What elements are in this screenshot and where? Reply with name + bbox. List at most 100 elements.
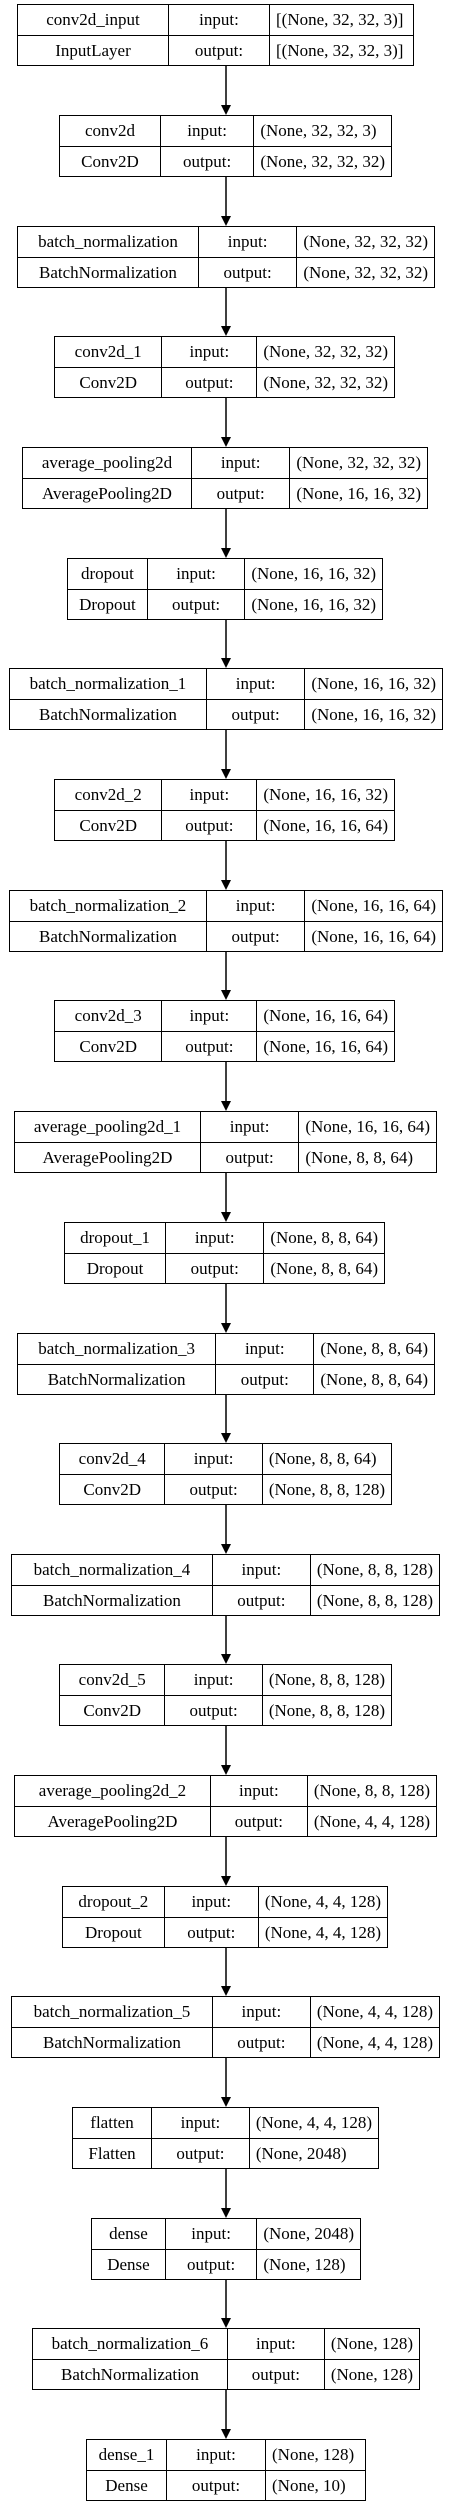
layer-name: batch_normalization_2 xyxy=(10,891,206,922)
io-label-column: input: output: xyxy=(212,1555,311,1615)
edge-arrowhead xyxy=(221,326,231,336)
io-label-column: input:output: xyxy=(162,780,258,840)
output-label: output: xyxy=(189,1479,238,1499)
io-label-column: input:output: xyxy=(162,1001,258,1061)
output-label: output: xyxy=(185,1036,234,1056)
io-label-column: input:output: xyxy=(166,1223,265,1283)
layer-name: batch_normalization_5 xyxy=(12,1997,212,2028)
input-label: input: xyxy=(212,1997,310,2028)
shape-column: (None, 4, 4, 128) (None, 2048) xyxy=(249,2108,378,2168)
input-label: input: xyxy=(165,1665,262,1696)
edge-arrowhead xyxy=(221,437,231,447)
layer-type: Dropout xyxy=(85,1922,142,1942)
output-label: output: xyxy=(176,2143,225,2163)
input-label: input: xyxy=(227,2329,324,2360)
layer-type: BatchNormalization xyxy=(43,1590,181,1610)
output-shape: (None, 8, 8, 128) xyxy=(316,1590,433,1610)
input-shape: (None, 32, 32, 32) xyxy=(290,448,427,479)
shape-column: (None, 16, 16, 32)(None, 16, 16, 32) xyxy=(305,669,442,729)
shape-column: (None, 4, 4, 128)(None, 4, 4, 128) xyxy=(310,1997,439,2057)
output-label: output: xyxy=(171,594,221,614)
input-label: input: xyxy=(164,1887,258,1918)
input-label: input: xyxy=(152,2108,249,2139)
layer-name: batch_normalization xyxy=(18,227,198,258)
layer-type: Flatten xyxy=(88,2143,136,2163)
input-shape: (None, 8, 8, 128) xyxy=(307,1776,436,1807)
edge-arrowhead xyxy=(221,2429,231,2439)
layer-name: conv2d_input xyxy=(18,5,168,36)
edge-arrowhead xyxy=(221,1765,231,1775)
output-shape: (None, 128) xyxy=(263,2254,346,2274)
io-label-column: input:output: xyxy=(191,448,291,508)
output-label: output: xyxy=(191,2475,241,2495)
edge-arrowhead xyxy=(221,880,231,890)
shape-column: (None, 8, 8, 64)(None, 8, 8, 64) xyxy=(264,1223,384,1283)
output-shape: [(None, 32, 32, 3)] xyxy=(276,40,404,60)
layer-type: AveragePooling2D xyxy=(41,483,172,503)
layer-name: batch_normalization_1 xyxy=(10,669,206,700)
input-label: input: xyxy=(162,780,257,811)
io-label-column: input:output: xyxy=(216,1334,315,1394)
input-label: input: xyxy=(212,1555,310,1586)
output-label: output: xyxy=(237,1590,286,1610)
io-label-column: input:output: xyxy=(164,1887,259,1947)
layer-name: batch_normalization_4 xyxy=(12,1555,212,1586)
layer-name: conv2d_2 xyxy=(55,780,162,811)
layer-name: conv2d xyxy=(60,116,160,147)
input-label: input: xyxy=(166,1223,264,1254)
layer-type: Dropout xyxy=(79,594,136,614)
output-label: output: xyxy=(231,704,280,724)
input-shape: (None, 16, 16, 64) xyxy=(299,1112,436,1143)
layer-name: conv2d_4 xyxy=(60,1444,165,1475)
input-shape: (None, 16, 16, 32) xyxy=(245,559,382,590)
shape-column: (None, 16, 16, 32)(None, 16, 16, 64) xyxy=(257,780,394,840)
input-shape: (None, 16, 16, 32) xyxy=(305,669,442,700)
input-label: input: xyxy=(198,227,297,258)
output-shape: (None, 32, 32, 32) xyxy=(263,372,388,392)
edge-arrowhead xyxy=(221,105,231,115)
input-shape: (None, 8, 8, 128) xyxy=(262,1665,391,1696)
input-shape: (None, 4, 4, 128) xyxy=(258,1887,387,1918)
layer-type: Conv2D xyxy=(79,1036,138,1056)
layer-name: dropout_1 xyxy=(65,1223,166,1254)
input-shape: (None, 128) xyxy=(324,2329,419,2360)
input-shape: (None, 16, 16, 32) xyxy=(257,780,394,811)
layer-name: average_pooling2d xyxy=(23,448,191,479)
output-shape: (None, 8, 8, 64) xyxy=(305,1147,413,1167)
output-shape: (None, 16, 16, 32) xyxy=(296,483,421,503)
input-shape: (None, 8, 8, 64) xyxy=(264,1223,384,1254)
input-shape: (None, 8, 8, 64) xyxy=(314,1334,434,1365)
output-shape: (None, 4, 4, 128) xyxy=(313,1811,430,1831)
input-shape: (None, 4, 4, 128) xyxy=(249,2108,378,2139)
layer-name: flatten xyxy=(73,2108,152,2139)
io-label-column: input:output: xyxy=(200,1112,300,1172)
output-label: output: xyxy=(225,1147,274,1167)
input-shape: (None, 16, 16, 64) xyxy=(257,1001,394,1032)
output-shape: (None, 32, 32, 32) xyxy=(260,151,385,171)
layer-name: conv2d_3 xyxy=(55,1001,162,1032)
output-shape: (None, 2048) xyxy=(255,2143,347,2163)
output-shape: (None, 16, 16, 64) xyxy=(311,926,436,946)
